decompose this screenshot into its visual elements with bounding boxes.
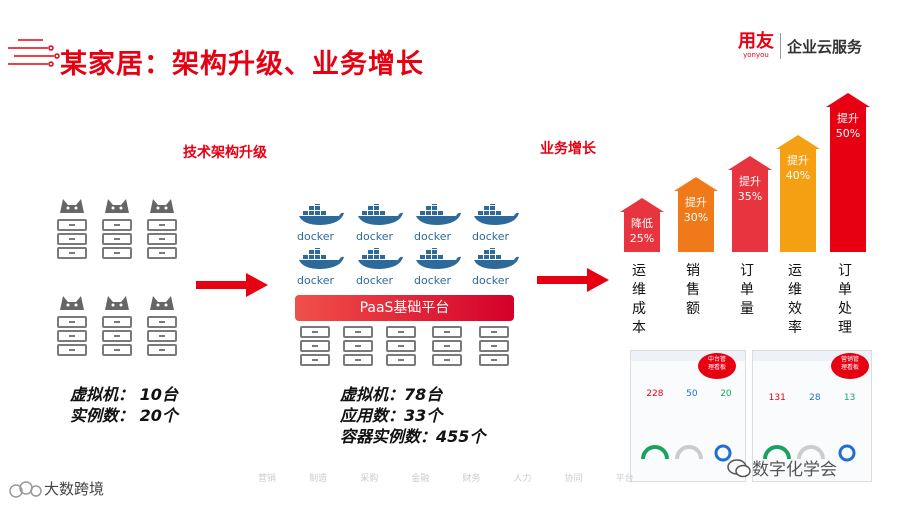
growth-label: 订单量 — [740, 263, 758, 317]
gauge-icons — [641, 444, 732, 462]
docker-label: docker — [414, 274, 452, 287]
docker-icon: docker — [472, 245, 520, 287]
docker-icon: docker — [297, 245, 345, 287]
bottom-menu-item: 营销 — [258, 474, 277, 484]
bubble-text: 理看板 — [707, 364, 726, 371]
circuit-decoration-icon — [8, 39, 60, 67]
page-title: 某家居：架构升级、业务增长 — [60, 49, 424, 80]
bottom-menu: 营销 制造 采购 金融 财务 人力 协同 平台 — [258, 466, 662, 485]
brand-sub: yonyou — [743, 51, 769, 59]
growth-arrow-0 — [620, 198, 664, 252]
bubble-text: 中台管 — [707, 356, 726, 363]
growth-arrow-4 — [826, 93, 870, 252]
growth-arrow-2 — [728, 156, 772, 252]
logo-divider — [780, 33, 781, 59]
growth-label: 运维成本 — [632, 263, 650, 336]
tomcat-icon — [60, 199, 84, 213]
server-icon — [300, 326, 330, 368]
bottom-menu-item: 协同 — [564, 474, 583, 484]
watermark-right: 数字化学会 — [726, 455, 837, 480]
server-icon — [147, 195, 177, 261]
brand-name: 用友 — [738, 31, 774, 52]
growth-label: 订单处理 — [838, 263, 856, 336]
server-icon — [343, 326, 373, 368]
tomcat-icon — [150, 296, 174, 310]
dash-left-num: 50 — [686, 389, 698, 399]
bottom-menu-item: 采购 — [360, 474, 379, 484]
cloud-logo-icon — [9, 480, 42, 498]
left-stats: 虚拟机： 10台 实例数： 20个 — [70, 384, 178, 426]
dash-left-bubble: 中台管 理看板 — [697, 352, 737, 382]
bottom-menu-item: 制造 — [309, 474, 328, 484]
mid-stats: 虚拟机：78台 应用数：33个 容器实例数：455个 — [340, 384, 485, 447]
tomcat-icon — [105, 296, 129, 310]
tomcat-icon — [150, 199, 174, 213]
growth-arrow-1 — [674, 177, 718, 252]
docker-label: docker — [356, 230, 394, 243]
docker-label: docker — [356, 274, 394, 287]
docker-label: docker — [297, 274, 335, 287]
docker-label: docker — [472, 230, 510, 243]
dash-right-bubble: 营销管 理看板 — [830, 352, 870, 382]
mid-stat-vm: 虚拟机：78台 — [340, 385, 443, 404]
gauge-icons — [763, 444, 856, 462]
dash-right-num: 13 — [843, 393, 856, 403]
brand-logo: 用友 yonyou 企业云服务 — [738, 33, 862, 59]
left-stat-vm: 虚拟机： 10台 — [70, 385, 178, 404]
right-arrow-icon — [537, 268, 609, 292]
watermark-text: 数字化学会 — [752, 460, 837, 480]
docker-icon: docker — [356, 201, 404, 243]
docker-icon: docker — [414, 245, 462, 287]
dash-left-num: 228 — [646, 389, 664, 399]
dash-right-num: 131 — [768, 393, 786, 403]
docker-icon: docker — [414, 201, 462, 243]
dash-right-num: 28 — [809, 393, 821, 403]
docker-label: docker — [414, 230, 452, 243]
docker-icon: docker — [356, 245, 404, 287]
growth-label: 销售额 — [686, 263, 704, 317]
bottom-menu-item: 人力 — [513, 474, 532, 484]
docker-label: docker — [472, 274, 510, 287]
brand-service: 企业云服务 — [787, 37, 863, 56]
server-icon — [479, 326, 509, 368]
growth-label: 运维效率 — [788, 263, 806, 336]
bubble-text: 营销管 — [840, 356, 859, 363]
mid-stat-containers: 容器实例数：455个 — [340, 427, 486, 446]
server-icon — [57, 292, 87, 358]
section-business-label: 业务增长 — [540, 141, 596, 157]
server-icon — [432, 326, 462, 368]
server-icon — [386, 326, 416, 368]
docker-label: docker — [297, 230, 335, 243]
tomcat-icon — [60, 296, 84, 310]
wechat-icon — [727, 458, 751, 477]
section-tech-label: 技术架构升级 — [183, 145, 267, 161]
server-icon — [147, 292, 177, 358]
bubble-text: 理看板 — [840, 364, 859, 371]
docker-icon: docker — [297, 201, 345, 243]
bottom-menu-item: 平台 — [615, 474, 634, 484]
growth-arrow-3 — [776, 135, 820, 252]
docker-icon: docker — [472, 201, 520, 243]
paas-platform-bar: PaaS基础平台 — [295, 295, 514, 321]
bottom-menu-item: 金融 — [411, 474, 430, 484]
watermark-left: 大数跨境 — [8, 478, 104, 499]
bottom-menu-item: 财务 — [462, 474, 481, 484]
dash-left-num: 20 — [720, 389, 732, 399]
server-icon — [102, 195, 132, 261]
server-icon — [57, 195, 87, 261]
watermark-text: 大数跨境 — [44, 480, 105, 498]
right-arrow-icon — [196, 273, 268, 297]
tomcat-icon — [105, 199, 129, 213]
mid-stat-apps: 应用数：33个 — [340, 406, 443, 425]
server-icon — [102, 292, 132, 358]
left-stat-instances: 实例数： 20个 — [70, 406, 178, 425]
